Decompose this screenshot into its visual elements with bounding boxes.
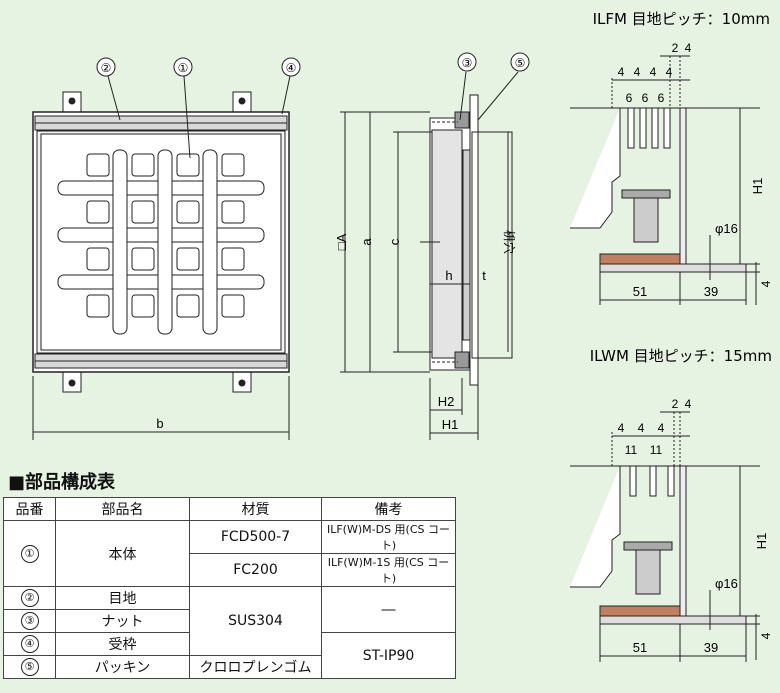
grating-bar-vertical xyxy=(112,149,128,335)
dim-t-label: t xyxy=(482,268,486,283)
ilwm-phi: φ16 xyxy=(715,576,738,591)
dim-b-label: b xyxy=(156,416,163,431)
balloon-1: ① xyxy=(178,61,189,75)
ilfm-d51: 51 xyxy=(633,284,647,299)
ilwm-row11-0: 11 xyxy=(625,443,638,457)
parts-table-title: ■部品構成表 xyxy=(8,472,116,493)
grating-opening xyxy=(131,153,155,177)
ilfm-row4-0: 4 xyxy=(618,65,625,79)
ilfm-H1: H1 xyxy=(750,178,765,195)
part-note: ST-IP90 xyxy=(321,632,456,679)
grating-opening xyxy=(221,153,245,177)
ilfm-dim-top-2: 2 xyxy=(672,41,679,55)
grating-bar-vertical xyxy=(157,149,173,335)
ilwm-detail xyxy=(570,411,760,662)
ilwm-title: ILWM 目地ピッチ：15mm xyxy=(590,347,772,365)
balloon-2: ② xyxy=(101,61,112,75)
ilfm-phi: φ16 xyxy=(715,221,738,236)
grating-opening xyxy=(86,247,110,271)
grating-opening xyxy=(176,247,200,271)
ilfm-d4: 4 xyxy=(759,280,773,287)
dim-H1-label: H1 xyxy=(442,417,459,432)
part-no: ① xyxy=(3,520,56,587)
part-note: ― xyxy=(321,586,456,633)
grating-bar-vertical xyxy=(202,149,218,335)
ilfm-row4-2: 4 xyxy=(650,65,657,79)
ilfm-row6-1: 6 xyxy=(642,91,649,105)
part-no: ⑤ xyxy=(3,655,56,679)
table-row: ③ ナット xyxy=(3,609,456,633)
dim-h-label: h xyxy=(445,268,452,283)
ilfm-row6-0: 6 xyxy=(626,91,633,105)
dim-c-label: c xyxy=(387,238,402,245)
ilwm-dim-top-4: 4 xyxy=(685,397,692,411)
grating-opening xyxy=(86,153,110,177)
parts-table: 品番 部品名 材質 備考 ① 本体 FCD500-7 ILF(W)M-DS 用(… xyxy=(3,497,456,679)
dim-H2-label: H2 xyxy=(438,394,455,409)
table-row: ⑤ パッキン クロロプレンゴム xyxy=(3,655,456,679)
part-material: クロロプレンゴム xyxy=(189,655,322,679)
table-row: ① 本体 FCD500-7 ILF(W)M-DS 用(CS コート) xyxy=(3,520,456,587)
part-name: 受枠 xyxy=(55,632,190,656)
part-name: パッキン xyxy=(55,655,190,679)
section-view xyxy=(340,52,530,440)
ilwm-d4: 4 xyxy=(759,632,773,639)
part-note: ILF(W)M-1S 用(CS コート) xyxy=(321,553,456,587)
part-name: 目地 xyxy=(55,586,190,610)
ilwm-row4-2: 4 xyxy=(658,421,665,435)
col-header-note: 備考 xyxy=(321,497,456,521)
grating-opening xyxy=(176,294,200,318)
ilfm-title: ILFM 目地ピッチ：10mm xyxy=(593,10,770,28)
ilwm-row4-0: 4 xyxy=(618,421,625,435)
table-row: ④ 受枠 ST-IP90 xyxy=(3,632,456,679)
table-header-row: 品番 部品名 材質 備考 xyxy=(3,497,456,521)
dim-a-label: a xyxy=(359,238,374,246)
ilwm-d51: 51 xyxy=(633,640,647,655)
part-no: ④ xyxy=(3,632,56,656)
part-name: ナット xyxy=(55,609,190,633)
ilfm-dim-top-4: 4 xyxy=(685,41,692,55)
ilfm-row4-3: 4 xyxy=(666,65,673,79)
grating-opening xyxy=(131,247,155,271)
table-row: ② 目地 SUS304 ― xyxy=(3,586,456,656)
ilfm-d39: 39 xyxy=(704,284,718,299)
grating-opening xyxy=(131,294,155,318)
grating-opening xyxy=(131,200,155,224)
dim-A-label: □A xyxy=(334,233,349,250)
part-material: FC200 xyxy=(189,553,322,587)
ilfm-row4-1: 4 xyxy=(634,65,641,79)
part-material: FCD500-7 xyxy=(189,520,322,554)
part-name: 本体 xyxy=(55,520,190,587)
grating-opening xyxy=(86,200,110,224)
balloon-3: ③ xyxy=(462,56,473,70)
dim-hole-label: 枡穴 xyxy=(502,230,517,254)
grating-opening xyxy=(86,294,110,318)
balloon-4: ④ xyxy=(286,61,297,75)
ilfm-detail xyxy=(570,55,760,305)
grating-opening xyxy=(221,294,245,318)
ilwm-row4-1: 4 xyxy=(638,421,645,435)
grating-opening xyxy=(221,247,245,271)
col-header-no: 品番 xyxy=(3,497,56,521)
grating-opening xyxy=(221,200,245,224)
balloon-5: ⑤ xyxy=(515,56,526,70)
grating-opening xyxy=(176,200,200,224)
part-material: SUS304 xyxy=(189,586,322,656)
ilwm-dim-top-2: 2 xyxy=(672,397,679,411)
col-header-name: 部品名 xyxy=(55,497,190,521)
plan-view xyxy=(32,57,301,440)
col-header-material: 材質 xyxy=(189,497,322,521)
part-note: ILF(W)M-DS 用(CS コート) xyxy=(321,520,456,554)
ilwm-d39: 39 xyxy=(704,640,718,655)
part-no: ③ xyxy=(3,609,56,633)
table-row: FC200 ILF(W)M-1S 用(CS コート) xyxy=(4,553,456,587)
ilwm-H1: H1 xyxy=(754,533,769,550)
ilwm-row11-1: 11 xyxy=(650,443,663,457)
grating-opening xyxy=(176,153,200,177)
ilfm-row6-2: 6 xyxy=(658,91,665,105)
part-no: ② xyxy=(3,586,56,610)
